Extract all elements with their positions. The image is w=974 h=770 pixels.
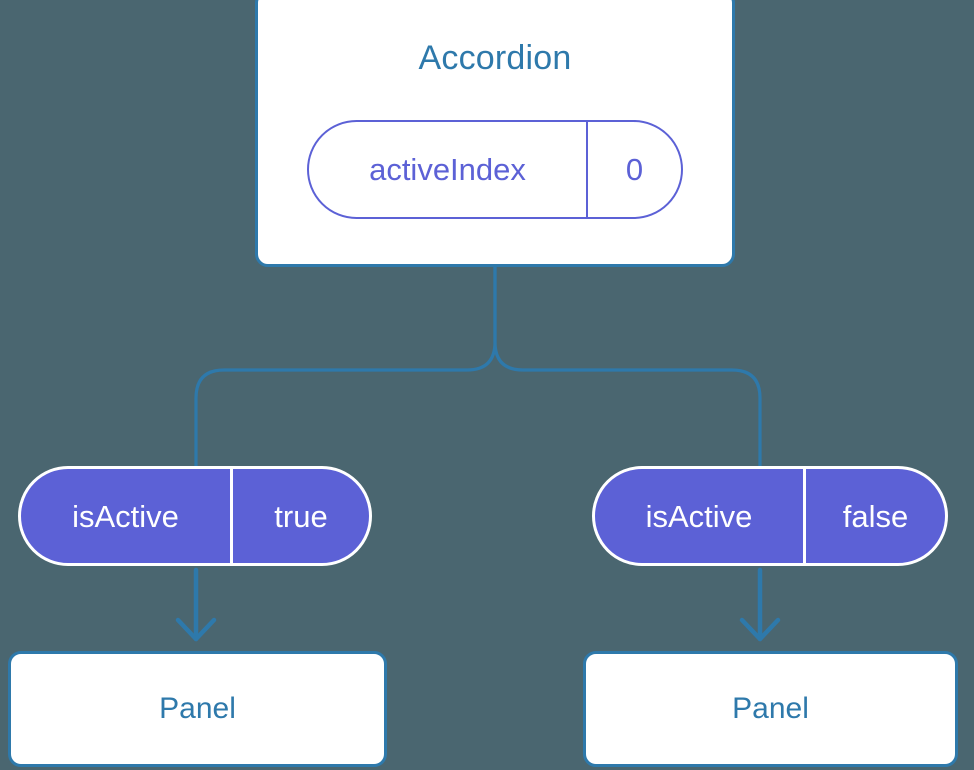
prop-pill-is-active-false[interactable]: isActive false xyxy=(592,466,948,566)
arrow-right-down-icon xyxy=(739,567,781,642)
prop-pill-is-active-true[interactable]: isActive true xyxy=(18,466,372,566)
component-title-accordion: Accordion xyxy=(418,39,572,77)
state-pill-active-index[interactable]: activeIndex 0 xyxy=(307,120,683,219)
connector-left-branch xyxy=(194,264,497,468)
component-card-panel-left[interactable]: Panel xyxy=(8,651,387,767)
prop-pill-value: false xyxy=(842,498,909,534)
connector-right-branch xyxy=(493,264,762,468)
state-pill-value: 0 xyxy=(625,152,644,187)
prop-pill-key: isActive xyxy=(595,469,806,563)
prop-pill-value: true xyxy=(274,498,328,534)
component-card-panel-right[interactable]: Panel xyxy=(583,651,958,767)
component-title-panel: Panel xyxy=(159,692,236,725)
component-title-panel: Panel xyxy=(732,692,809,725)
prop-pill-key: isActive xyxy=(21,469,233,563)
arrow-left-down-icon xyxy=(175,567,217,642)
state-pill-key: activeIndex xyxy=(309,122,588,217)
